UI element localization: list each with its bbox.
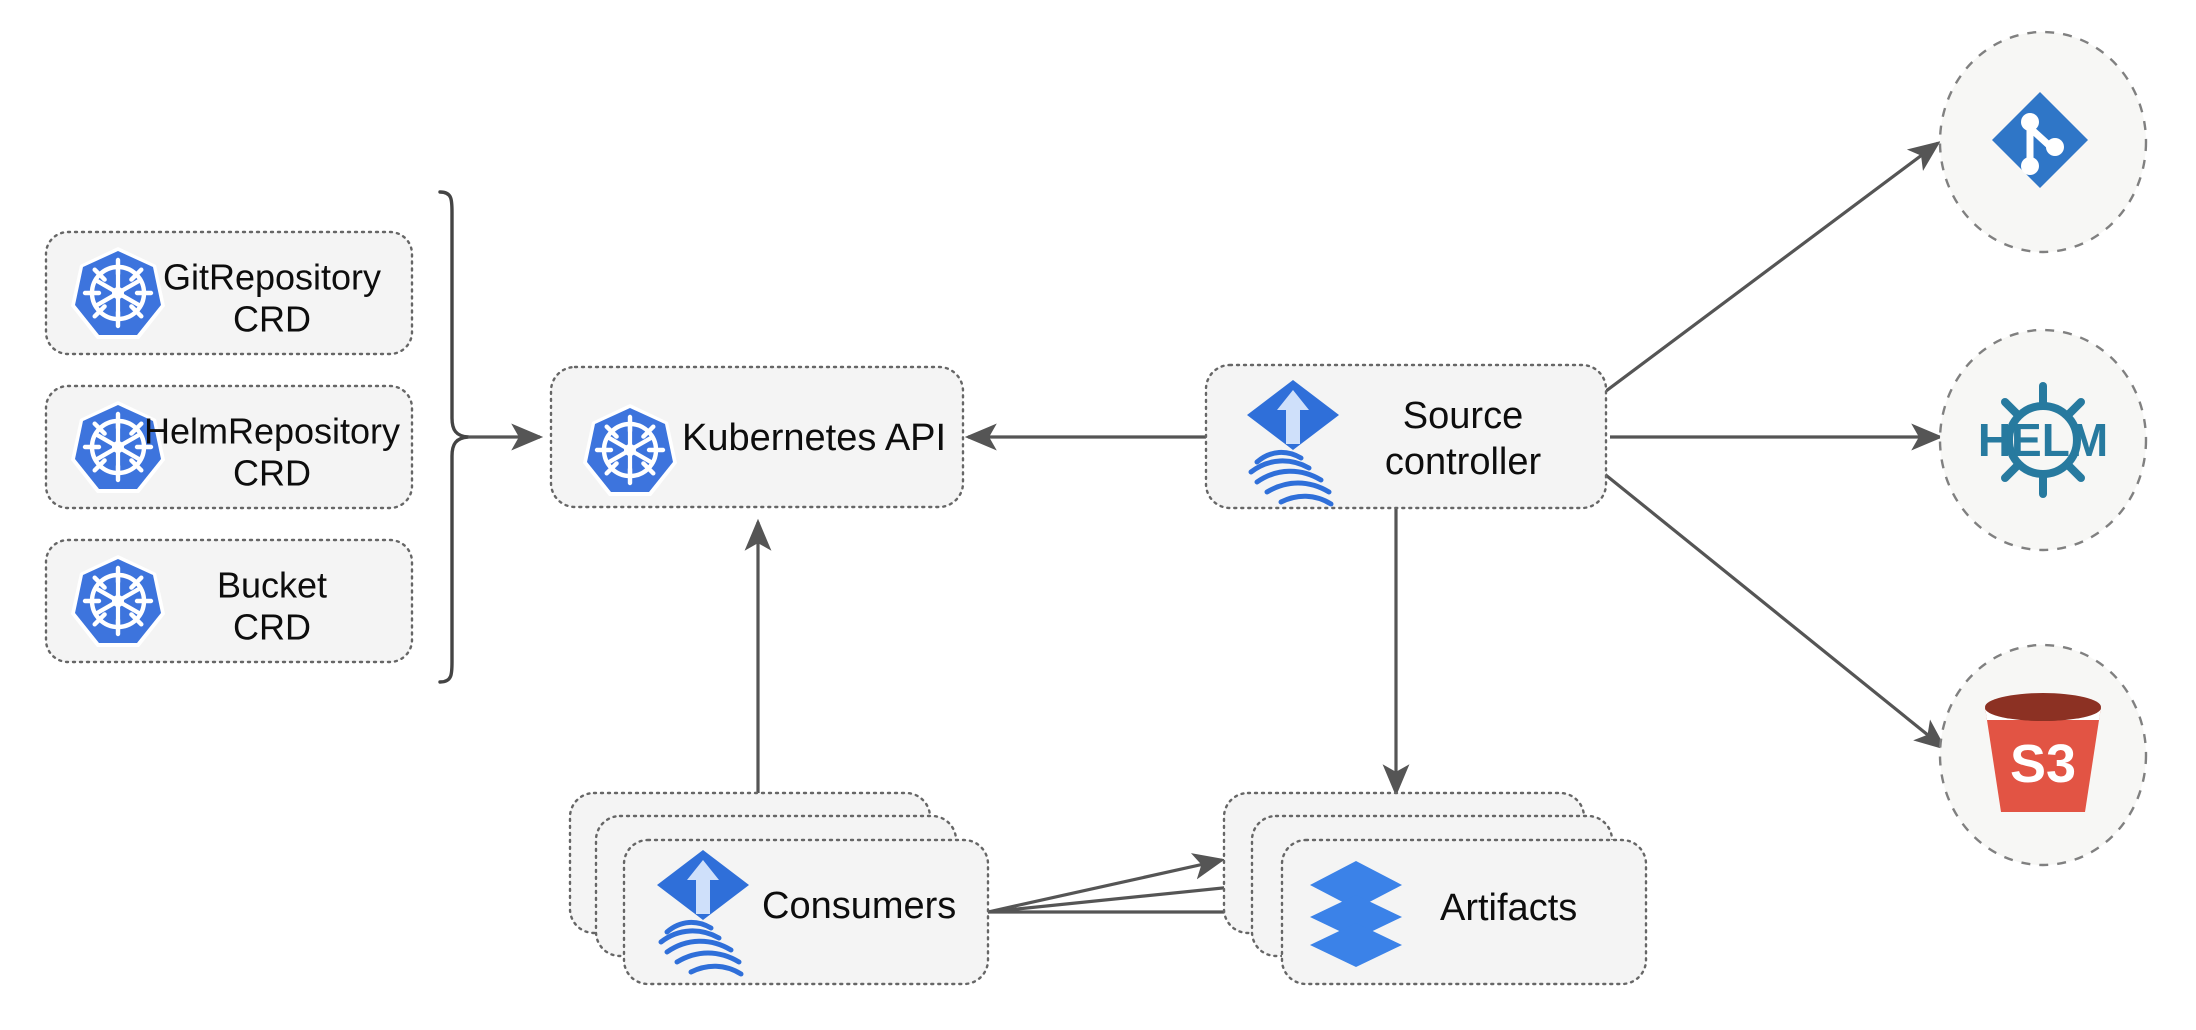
- source-circle-git[interactable]: [1938, 30, 2148, 254]
- source-controller-label-line1: Source: [1403, 395, 1523, 437]
- node-source-controller[interactable]: Source controller: [1204, 363, 1608, 510]
- s3-wordmark: S3: [2010, 734, 2076, 794]
- crd-card-helmrepository[interactable]: HelmRepository CRD: [44, 384, 414, 510]
- crd-group-brace: [438, 190, 470, 684]
- edge-consumers-to-artifacts-2: [987, 874, 1256, 914]
- source-circle-helm[interactable]: HELM: [1938, 328, 2148, 552]
- crd-label-line1: HelmRepository: [144, 411, 400, 452]
- crd-label-line2: CRD: [233, 607, 311, 648]
- source-circle-s3[interactable]: S3: [1938, 643, 2148, 867]
- s3-bucket-icon: [1985, 693, 2101, 812]
- crd-label-line1: GitRepository: [163, 257, 381, 298]
- crd-label-line1: Bucket: [217, 565, 327, 606]
- node-artifacts[interactable]: Artifacts: [1222, 791, 1648, 986]
- node-kubernetes-api[interactable]: Kubernetes API: [549, 365, 965, 509]
- crd-card-bucket[interactable]: Bucket CRD: [44, 538, 414, 664]
- helm-wordmark: HELM: [1978, 414, 2108, 466]
- edge-consumers-to-artifacts-1: [987, 853, 1226, 914]
- crd-label-line2: CRD: [233, 299, 311, 340]
- source-controller-label-line2: controller: [1385, 441, 1542, 483]
- kubernetes-api-label: Kubernetes API: [682, 417, 946, 459]
- crd-label-line2: CRD: [233, 453, 311, 494]
- artifacts-label: Artifacts: [1440, 887, 1577, 929]
- edge-source-controller-to-git: [1601, 141, 1941, 396]
- crd-card-gitrepository[interactable]: GitRepository CRD: [44, 230, 414, 356]
- edge-layer: [438, 141, 1947, 926]
- node-consumers[interactable]: Consumers: [568, 791, 990, 986]
- edge-source-controller-to-s3: [1600, 470, 1947, 751]
- consumers-label: Consumers: [762, 885, 956, 927]
